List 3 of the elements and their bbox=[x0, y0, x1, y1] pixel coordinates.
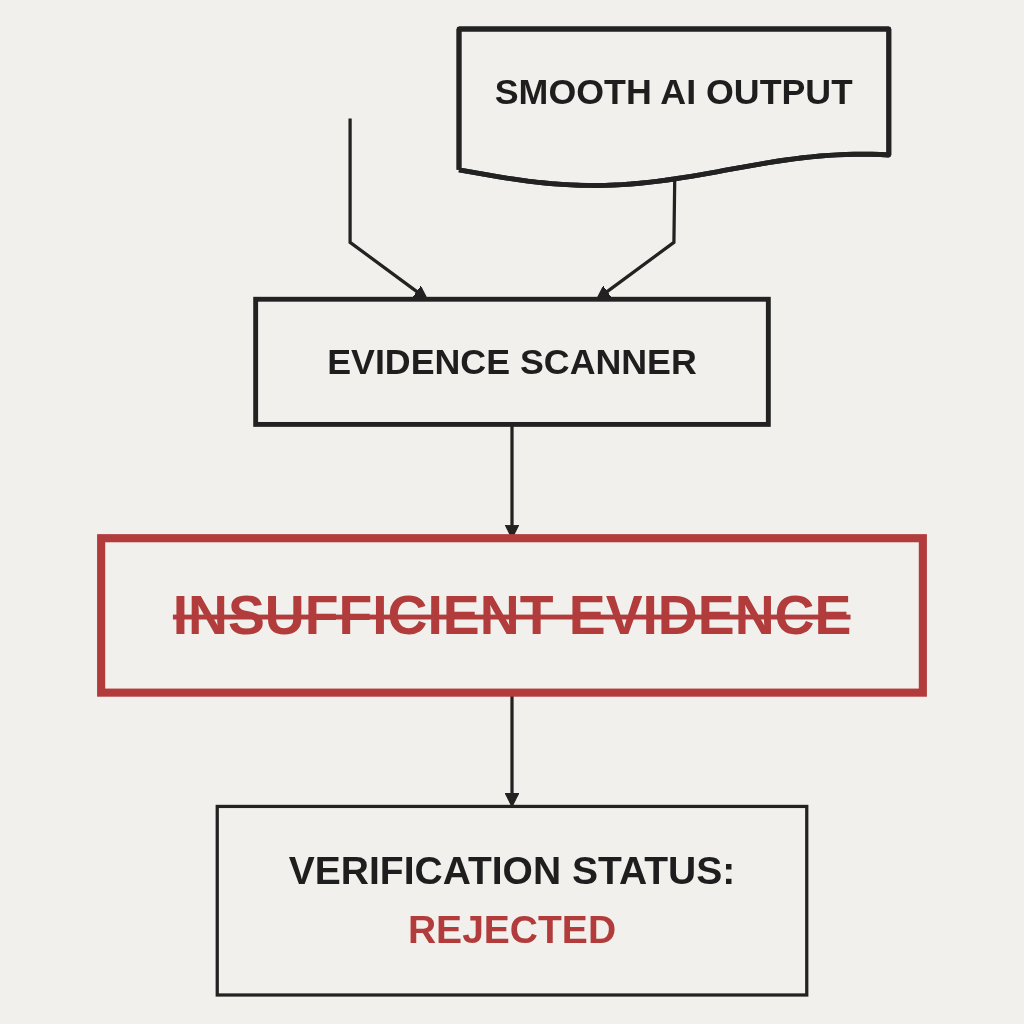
node-box: INSUFFICIENT EVIDENCE bbox=[97, 534, 927, 697]
node-box: EVIDENCE SCANNER bbox=[253, 296, 771, 427]
node-box: VERIFICATION STATUS: REJECTED bbox=[215, 804, 809, 997]
